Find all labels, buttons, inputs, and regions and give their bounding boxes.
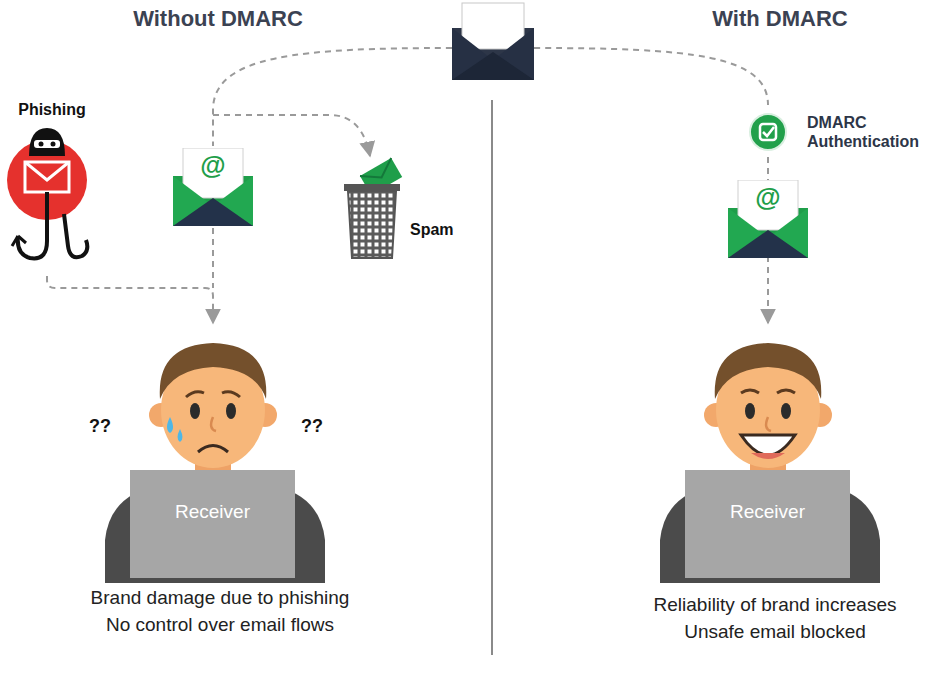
receiver-figure: Receiver: [100, 325, 330, 583]
dmarc-check: DMARC Authentication: [738, 107, 934, 157]
dashed-flow-lines: [213, 48, 768, 288]
caption-line: Reliability of brand increases: [654, 594, 897, 617]
phishing-illustration: [2, 96, 102, 276]
person-illustration: [655, 325, 885, 583]
check-badge: [738, 107, 798, 157]
badge-label: DMARC Authentication: [807, 113, 932, 151]
trash-bin-illustration: [338, 150, 473, 262]
confusion-mark: ??: [301, 416, 323, 438]
email-envelope: [173, 148, 253, 226]
section-title: With DMARC: [712, 6, 847, 32]
laptop-label: Receiver: [685, 501, 850, 524]
section-title: Without DMARC: [133, 6, 303, 32]
spam-bin: Spam: [338, 150, 473, 262]
email-envelope: [728, 180, 808, 258]
person-illustration: [100, 325, 330, 583]
icon-label: Spam: [410, 220, 454, 239]
at-symbol: @: [755, 182, 780, 213]
at-symbol: @: [200, 150, 225, 181]
phishing-icon: Phishing: [2, 96, 102, 276]
receiver-figure: Receiver: [655, 325, 885, 583]
caption-line: Unsafe email blocked: [684, 621, 866, 644]
laptop-label: Receiver: [130, 501, 295, 524]
confusion-mark: ??: [89, 416, 111, 438]
divider-line: [491, 100, 493, 655]
caption-line: Brand damage due to phishing: [91, 587, 350, 610]
flow-connector: [47, 276, 213, 323]
icon-label: Phishing: [2, 100, 102, 119]
sent-envelope: [452, 3, 534, 80]
caption-line: No control over email flows: [106, 614, 334, 637]
